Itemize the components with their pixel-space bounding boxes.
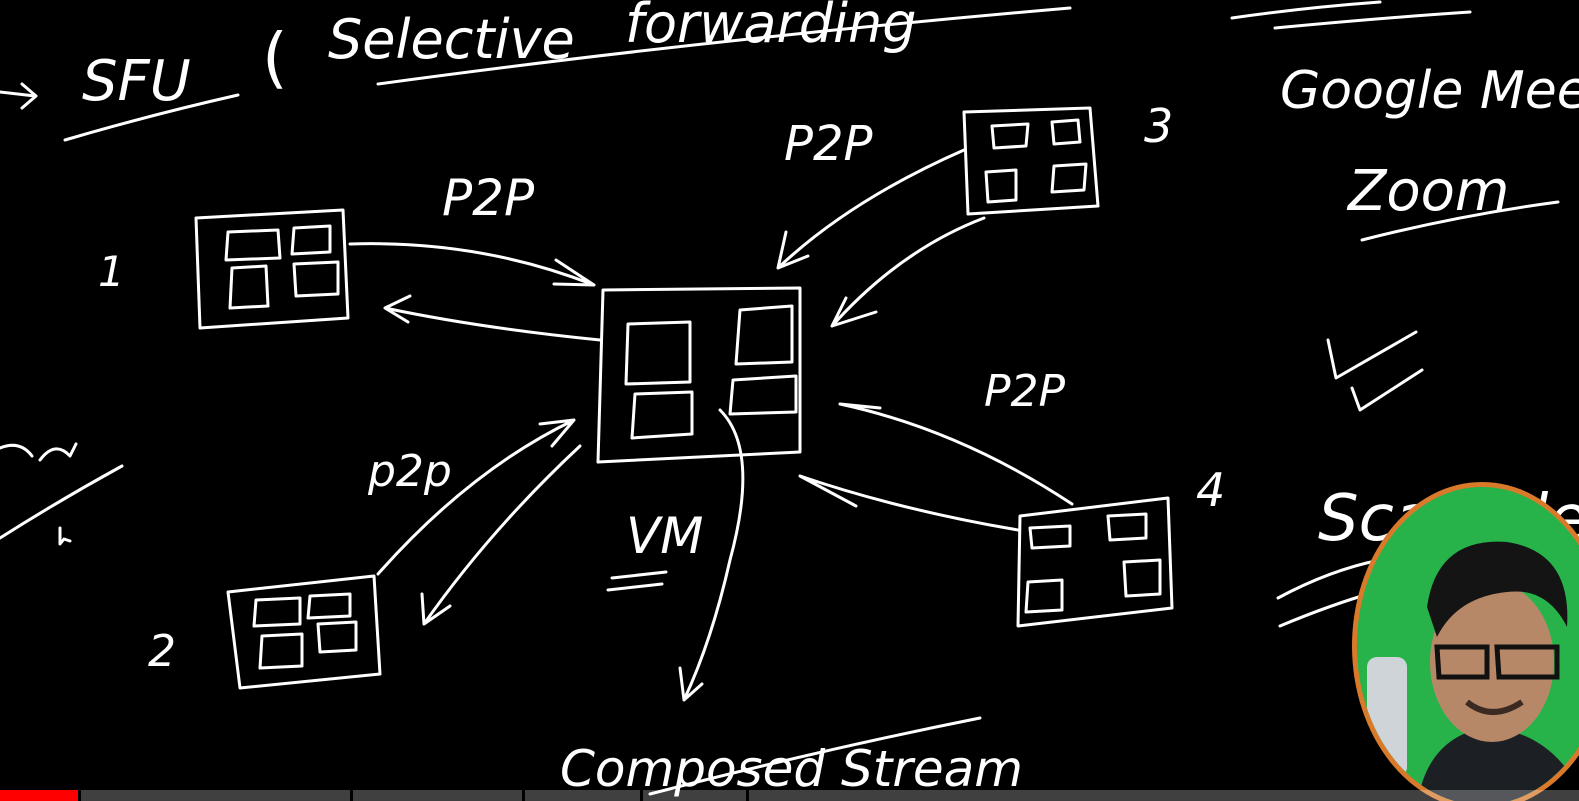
client-4-label: 4 bbox=[1196, 463, 1225, 517]
output-stream-label: Composed Stream bbox=[560, 740, 1023, 798]
checkmark-1 bbox=[1326, 330, 1418, 380]
mouse-cursor-icon bbox=[58, 526, 72, 546]
arrow-client1-to-vm bbox=[348, 242, 596, 287]
chapter-marker bbox=[640, 790, 643, 801]
arrow-client2-to-vm bbox=[376, 418, 576, 576]
client-box-1 bbox=[194, 208, 350, 330]
client-box-2 bbox=[226, 574, 382, 690]
chapter-marker bbox=[78, 790, 81, 801]
heading-sfu: SFU bbox=[82, 49, 191, 114]
link-label-top-right: P2P bbox=[784, 116, 872, 172]
presenter-webcam-overlay bbox=[1352, 482, 1579, 801]
arrow-client4-to-vm bbox=[798, 474, 1020, 532]
heading-underline bbox=[376, 6, 1072, 86]
arrow-vm-to-stream bbox=[678, 408, 745, 702]
output-stream-underline bbox=[648, 716, 982, 796]
arrow-vm-to-client1 bbox=[383, 294, 602, 342]
chapter-marker bbox=[746, 790, 749, 801]
arrow-vm-to-client3 bbox=[830, 216, 986, 328]
link-label-top-left: P2P bbox=[442, 169, 535, 227]
chapter-marker bbox=[522, 790, 525, 801]
client-1-label: 1 bbox=[98, 247, 125, 296]
client-box-4 bbox=[1016, 496, 1174, 628]
video-progress-bar[interactable] bbox=[0, 790, 1579, 801]
client-3-label: 3 bbox=[1144, 99, 1173, 153]
client-box-3 bbox=[962, 106, 1100, 216]
link-label-bottom-right: P2P bbox=[984, 366, 1066, 417]
top-right-lines bbox=[1230, 0, 1472, 30]
client-2-label: 2 bbox=[148, 626, 176, 677]
note-zoom-underline bbox=[1360, 200, 1560, 242]
presenter-avatar bbox=[1357, 487, 1579, 801]
checkmark-2 bbox=[1350, 368, 1424, 412]
arrow-vm-to-client2 bbox=[420, 444, 582, 626]
note-google-meet: Google Meet bbox=[1280, 61, 1579, 121]
arrow-client3-to-vm bbox=[776, 148, 966, 270]
chapter-marker bbox=[350, 790, 353, 801]
arrow-vm-to-client4 bbox=[838, 402, 1074, 506]
heading-arrow bbox=[0, 82, 38, 110]
vm-label-underline bbox=[606, 570, 668, 592]
link-label-bottom-left: p2p bbox=[367, 446, 452, 497]
heading-paren: ( bbox=[262, 19, 288, 96]
vm-server-box bbox=[596, 286, 802, 464]
vm-label: VM bbox=[626, 507, 703, 565]
heading-sfu-underline bbox=[63, 93, 240, 142]
heading-selective: Selective bbox=[328, 8, 575, 71]
left-edge-scribble bbox=[0, 442, 124, 540]
video-progress-played bbox=[0, 790, 79, 801]
